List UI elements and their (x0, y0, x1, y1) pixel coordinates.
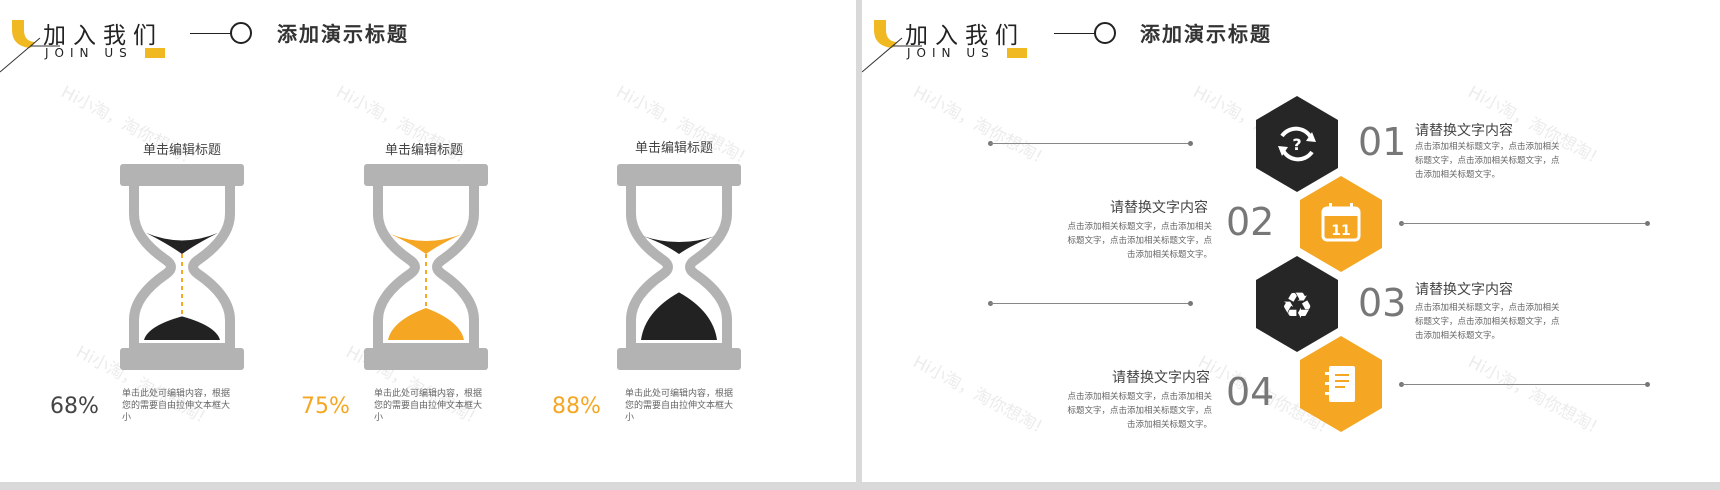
hourglass-graphic (120, 164, 244, 370)
item-text[interactable]: 点击添加相关标题文字，点击添加相关标题文字，点击添加相关标题文字，点击添加相关标… (1067, 222, 1212, 260)
hexagon-01: ? (1256, 96, 1338, 192)
connector-line (990, 143, 1190, 144)
hourglass-bottom-sand (641, 292, 717, 340)
item-title[interactable]: 请替换文字内容 (1415, 123, 1513, 139)
header-accent-bar (145, 48, 165, 58)
hexagon-04 (1300, 336, 1382, 432)
connector-dot (1188, 301, 1193, 306)
item-number: 01 (1358, 120, 1407, 164)
hourglass-bottom-cap (120, 348, 244, 370)
item-number: 03 (1358, 281, 1407, 325)
item-title[interactable]: 请替换文字内容 (1415, 282, 1513, 298)
hourglass-top-sand (390, 234, 462, 254)
header-title: 加入我们 (905, 23, 1025, 49)
hourglass-bottom-sand (144, 316, 220, 340)
recycle-icon: ♻ (1281, 286, 1313, 327)
connector-line (1401, 384, 1647, 385)
connector-dot (1645, 221, 1650, 226)
header-subtitle: JOIN US (45, 46, 133, 60)
notebook-icon (1325, 366, 1355, 402)
item-text[interactable]: 点击添加相关标题文字，点击添加相关标题文字，点击添加相关标题文字，点击添加相关标… (1415, 142, 1560, 180)
item-title[interactable]: 请替换文字内容 (1112, 370, 1210, 386)
hourglass-bottom-cap (617, 348, 741, 370)
hourglass-title[interactable]: 单击编辑标题 (142, 143, 221, 158)
slide-hourglass: 加入我们 JOIN US 添加演示标题 Hi小淘，淘你想淘! Hi小淘，淘你想淘… (0, 0, 856, 482)
slide-hexagon-list: 加入我们 JOIN US 添加演示标题 Hi小淘，淘你想淘! Hi小淘，淘你想淘… (862, 0, 1720, 482)
slide-title[interactable]: 添加演示标题 (277, 22, 409, 46)
calendar-day: 11 (1331, 223, 1350, 239)
item-text[interactable]: 点击添加相关标题文字，点击添加相关标题文字，点击添加相关标题文字，点击添加相关标… (1415, 303, 1560, 341)
hourglass-description[interactable]: 单击此处可编辑内容，根据您的需要自由拉伸文本框大小 (374, 389, 483, 423)
connector-dot (1188, 141, 1193, 146)
item-text[interactable]: 点击添加相关标题文字，点击添加相关标题文字，点击添加相关标题文字，点击添加相关标… (1067, 392, 1212, 430)
slide-title[interactable]: 添加演示标题 (1140, 22, 1272, 46)
header-connector-line (1054, 33, 1095, 34)
watermark: Hi小淘，淘你想淘! (909, 82, 1046, 168)
item-number: 04 (1226, 370, 1275, 414)
connector-line (990, 303, 1190, 304)
item-number: 02 (1226, 200, 1275, 244)
hourglass-description[interactable]: 单击此处可编辑内容，根据您的需要自由拉伸文本框大小 (122, 389, 231, 423)
hourglass-description[interactable]: 单击此处可编辑内容，根据您的需要自由拉伸文本框大小 (625, 389, 734, 423)
percent-value: 75% (301, 394, 350, 419)
calendar-icon: 11 (1321, 203, 1361, 242)
hourglass-top-cap (364, 164, 488, 186)
hourglass-glass (129, 186, 235, 353)
header-circle-icon (230, 22, 252, 44)
hourglass-bottom-cap (364, 348, 488, 370)
hourglass-top-sand (146, 232, 218, 254)
hourglass-bottom-sand (388, 308, 464, 340)
header-circle-icon (1094, 22, 1116, 44)
connector-line (1401, 223, 1647, 224)
percent-value: 88% (552, 394, 601, 419)
header-accent-bar (1007, 48, 1027, 58)
hourglass-graphic (617, 164, 741, 370)
header-title: 加入我们 (43, 23, 163, 49)
hourglass-top-cap (617, 164, 741, 186)
watermark: Hi小淘，淘你想淘! (1464, 352, 1601, 438)
watermark: Hi小淘，淘你想淘! (909, 352, 1046, 438)
hourglass-top-sand (643, 236, 715, 254)
hourglass-top-cap (120, 164, 244, 186)
hourglass-title[interactable]: 单击编辑标题 (384, 143, 463, 158)
hourglass-glass (626, 186, 732, 353)
hexagon-03: ♻ (1256, 256, 1338, 352)
header-connector-line (190, 33, 231, 34)
header-subtitle: JOIN US (907, 46, 995, 60)
percent-value: 68% (50, 394, 99, 419)
header-corner-mark (862, 20, 922, 73)
header-corner-mark (0, 20, 60, 73)
connector-dot (1645, 382, 1650, 387)
item-title[interactable]: 请替换文字内容 (1110, 200, 1208, 216)
hourglass-title[interactable]: 单击编辑标题 (634, 141, 713, 156)
hourglass-graphic (364, 164, 488, 370)
hexagon-02: 11 (1300, 176, 1382, 272)
refresh-question-icon: ? (1278, 126, 1316, 162)
hourglass-glass (373, 186, 479, 353)
svg-text:?: ? (1292, 135, 1301, 154)
